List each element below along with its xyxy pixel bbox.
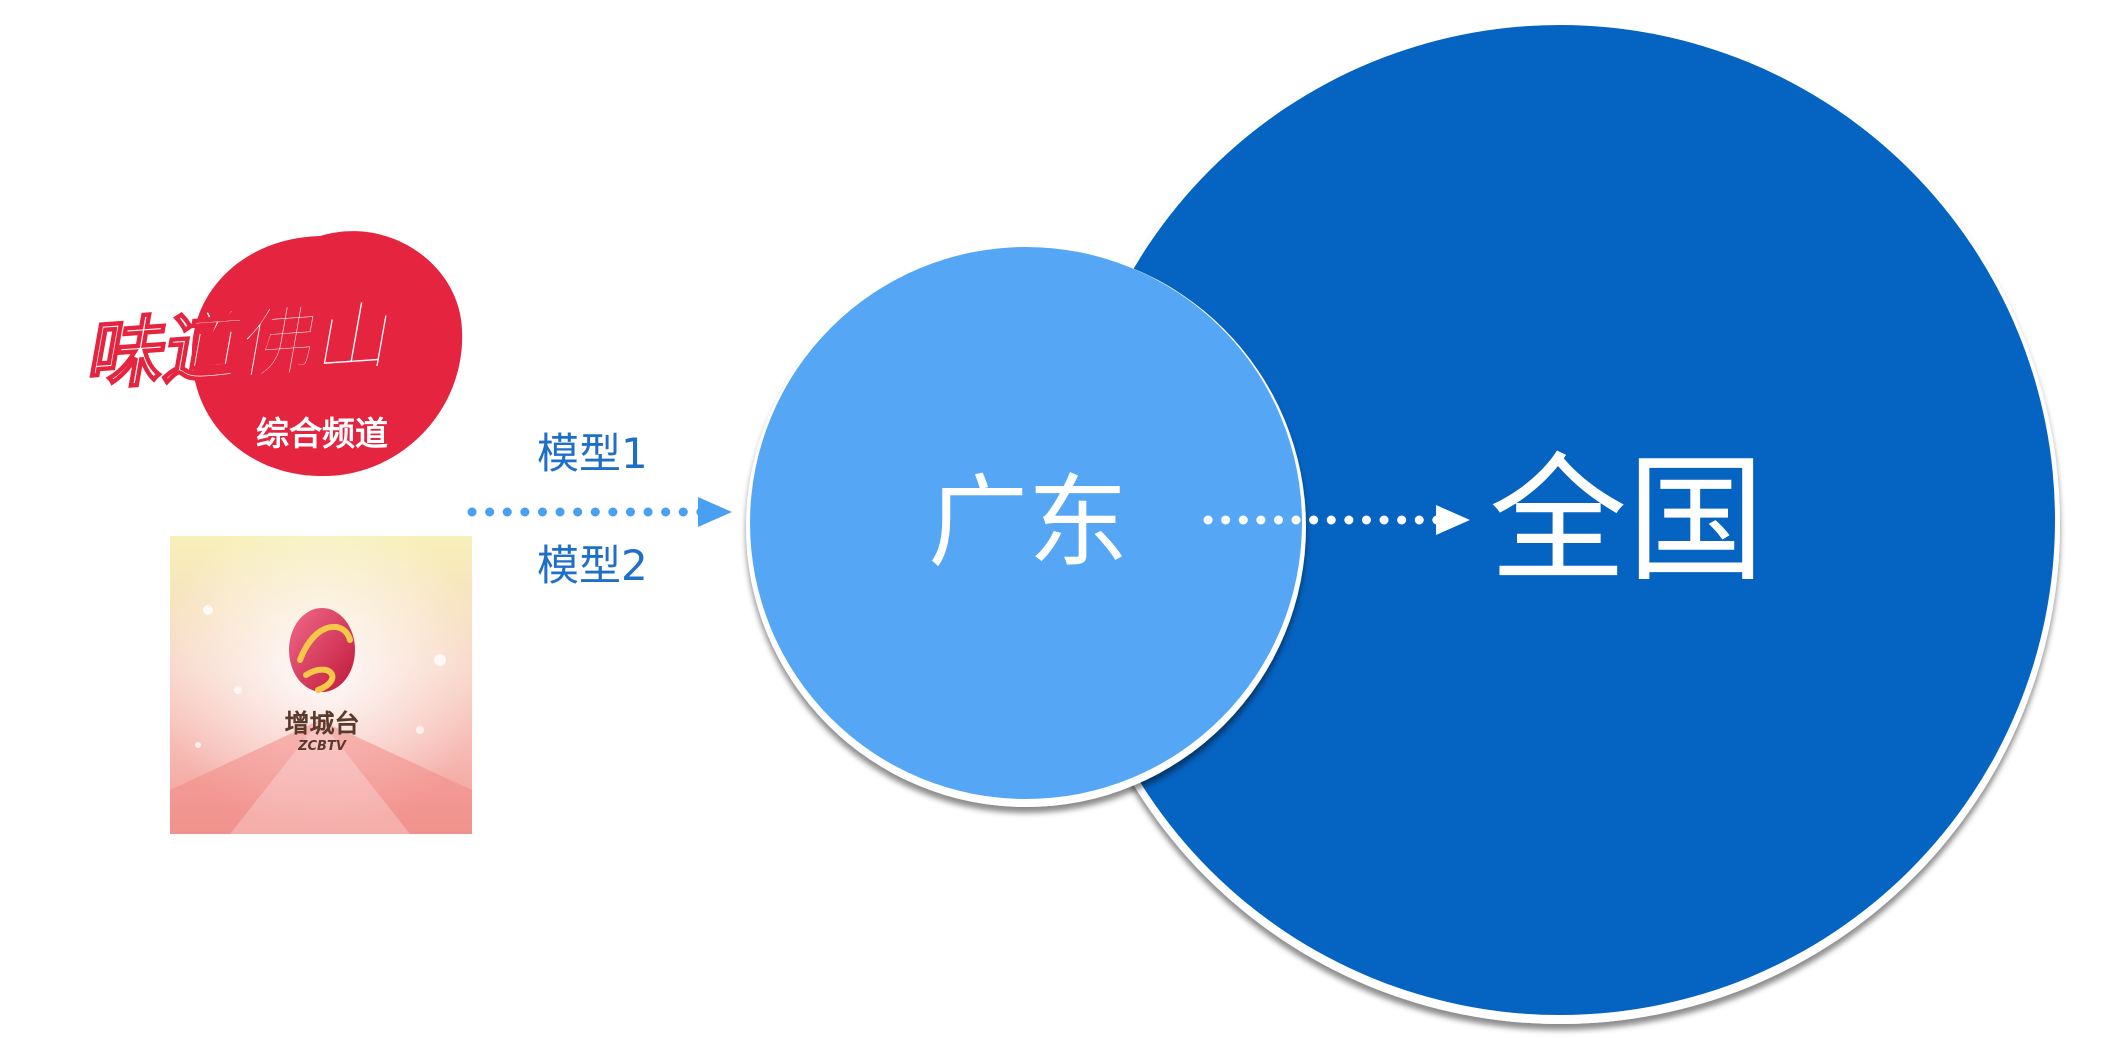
guangdong-label: 广东	[928, 464, 1128, 581]
guangdong-region: 广东	[746, 247, 1306, 807]
zcbtv-name: 增城台	[284, 709, 359, 738]
logo-subtitle: 综合频道	[256, 414, 388, 453]
expansion-arrow	[1203, 505, 1470, 535]
model2-label: 模型2	[537, 541, 648, 590]
expansion-arrow-head	[1436, 505, 1470, 535]
model-arrow: 模型1 模型2	[467, 429, 732, 590]
foshan-channel-logo: 味道佛山 综合频道	[79, 231, 463, 477]
logo-red-badge	[191, 231, 463, 477]
model-arrow-head	[698, 497, 732, 527]
logo-title: 味道佛山	[80, 290, 395, 400]
guangdong-circle	[750, 247, 1302, 799]
national-circle	[1065, 25, 2055, 1015]
national-region: 全国	[1060, 24, 2060, 1024]
zcbtv-channel-logo: 增城台 ZCBTV	[170, 536, 472, 834]
zcbtv-abbr: ZCBTV	[297, 739, 347, 754]
zcbtv-emblem-icon	[289, 608, 355, 692]
national-label: 全国	[1489, 440, 1765, 601]
model1-label: 模型1	[537, 429, 648, 478]
